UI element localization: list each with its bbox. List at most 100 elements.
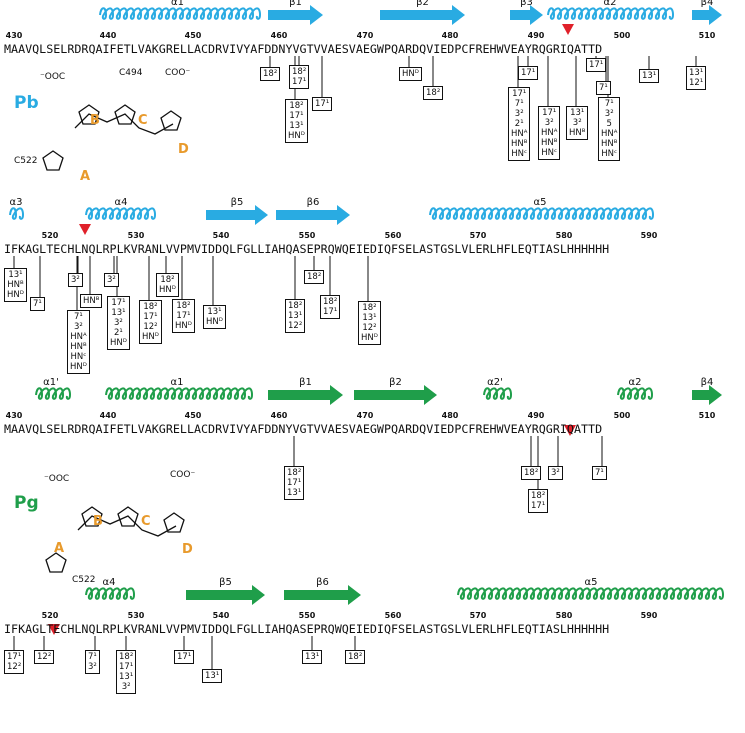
ss-label-strand: β2 [389, 377, 402, 388]
noe-contact-box: HNᴰ [399, 67, 422, 81]
chem-acid-left-pg: ⁻OOC [44, 474, 70, 484]
noe-contact-label: 17¹ [512, 89, 527, 99]
noe-contact-label: 13¹ [305, 652, 320, 662]
helix-α1' [35, 387, 72, 400]
ss-label-helix: α4 [102, 577, 116, 588]
residue-number-530: 530 [127, 231, 145, 240]
noe-contact-box: 7¹ [30, 297, 45, 311]
noe-contact-box: 3² [68, 273, 83, 287]
noe-contact-label: 3² [572, 118, 582, 128]
residue-number-590: 590 [640, 231, 658, 240]
noe-contact-label: 18² [524, 468, 539, 478]
noe-contact-label: 17¹ [315, 99, 330, 109]
noe-contact-label: 18² [160, 275, 175, 285]
ss-label-helix: α1' [43, 377, 59, 388]
noe-contact-label: 3² [74, 322, 83, 332]
noe-contact-label: 13¹ [689, 68, 704, 78]
noe-contact-label: HNᴮ [511, 139, 528, 149]
panel-label-pg: Pg [14, 493, 39, 513]
noe-contact-label: 17¹ [111, 298, 126, 308]
noe-contact-label: 18² [531, 491, 546, 501]
ring-d-pb: D [178, 142, 189, 157]
ss-label-strand: β5 [219, 577, 232, 588]
noe-contact-label: HNᶜ [511, 149, 528, 159]
noe-contact-box: 7¹ [592, 466, 607, 480]
residue-number-450: 450 [184, 31, 202, 40]
noe-contact-label: HNᴮ [70, 342, 87, 352]
residue-number-550: 550 [298, 231, 316, 240]
strand-β5 [186, 585, 265, 605]
noe-contact-label: 17¹ [7, 652, 22, 662]
noe-contact-label: 7¹ [595, 468, 604, 478]
ss-label-helix: α2' [487, 377, 503, 388]
residue-number-540: 540 [212, 231, 230, 240]
noe-contact-label: HNᴰ [402, 69, 419, 79]
noe-contact-label: 5 [606, 119, 612, 129]
residue-number-540: 540 [212, 611, 230, 620]
ring-d-pg: D [182, 542, 193, 557]
residue-number-440: 440 [99, 411, 117, 420]
noe-contact-label: HNᴰ [70, 362, 87, 372]
noe-contact-label: 12² [143, 322, 158, 332]
helix-α5 [429, 207, 655, 220]
strand-β1 [268, 5, 323, 25]
residue-number-500: 500 [613, 411, 631, 420]
noe-contact-label: 18² [143, 302, 158, 312]
ring-a-pb: A [80, 169, 91, 184]
crosslink-marker [79, 224, 91, 235]
residue-number-470: 470 [356, 31, 374, 40]
strand-β6 [284, 585, 361, 605]
noe-contact-box: 18² [260, 67, 281, 81]
noe-contact-box: 17¹ [518, 66, 539, 80]
noe-contact-label: 13¹ [570, 108, 585, 118]
noe-contact-label: HNᶜ [601, 149, 618, 159]
panel-label-pb: Pb [14, 93, 39, 113]
residue-number-480: 480 [441, 411, 459, 420]
ss-label-helix: α2 [603, 0, 617, 8]
residue-number-490: 490 [527, 31, 545, 40]
noe-contact-label: 13¹ [362, 313, 377, 323]
noe-contact-label: 12² [362, 323, 377, 333]
sequence-row-pg-1: MAAVQLSELRDRQAIFETLVAKGRELLACDRVIVYAFDDN… [4, 422, 603, 436]
helix-α5 [457, 587, 725, 600]
noe-contact-label: HNᴮ [541, 138, 558, 148]
noe-contact-label: 3² [88, 662, 97, 672]
strand-β1 [268, 385, 343, 405]
ring-b-pb: B [90, 113, 100, 128]
noe-contact-label: 17¹ [542, 108, 557, 118]
noe-contact-label: 18² [288, 301, 303, 311]
noe-contact-label: 7¹ [33, 299, 42, 309]
residue-number-510: 510 [698, 31, 716, 40]
noe-contact-box: 3² [548, 466, 563, 480]
chem-cys-top-pb: C494 [119, 68, 143, 78]
noe-contact-label: 13¹ [289, 121, 304, 131]
chem-acid-right-pg: COO⁻ [170, 470, 196, 480]
helix-α2 [547, 7, 675, 20]
noe-contact-label: 13¹ [205, 671, 220, 681]
residue-number-570: 570 [469, 231, 487, 240]
residue-number-560: 560 [384, 231, 402, 240]
residue-number-590: 590 [640, 611, 658, 620]
noe-contact-label: HNᴰ [206, 317, 223, 327]
noe-contact-label: HNᴮ [83, 296, 100, 306]
noe-contact-label: 18² [263, 69, 278, 79]
noe-contact-label: HNᴰ [110, 338, 127, 348]
noe-contact-label: 3² [604, 109, 614, 119]
noe-contact-label: 12² [7, 662, 22, 672]
noe-contact-label: HNᴮ [7, 280, 24, 290]
strand-β2 [354, 385, 437, 405]
crosslink-marker [564, 425, 576, 436]
noe-contact-label: 13¹ [207, 307, 222, 317]
residue-number-430: 430 [5, 31, 23, 40]
noe-contact-box: 17¹ [312, 97, 333, 111]
ss-label-helix: α1 [171, 0, 184, 8]
noe-contact-label: 3² [121, 682, 131, 692]
noe-contact-label: HNᴬ [541, 128, 558, 138]
residue-number-470: 470 [356, 411, 374, 420]
strand-β4 [692, 385, 722, 405]
